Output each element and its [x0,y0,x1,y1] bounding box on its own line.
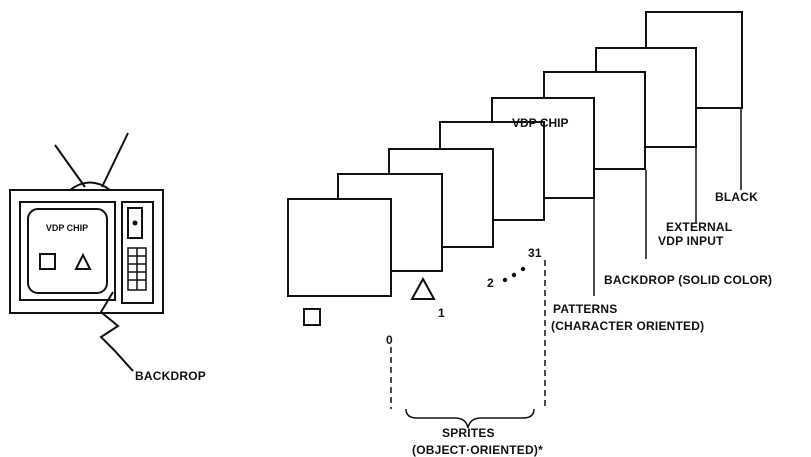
external-label-line1: EXTERNAL [666,220,732,234]
tv-antenna-left [54,144,86,188]
patterns-label-line1: PATTERNS [553,302,618,316]
ellipsis-dot-1 [502,277,508,283]
black-label: BLACK [715,190,758,204]
tv-illustration: VDP CHIP BACKDROP [9,132,206,383]
tv-dial-knob [132,220,138,226]
tv-square-icon [39,253,56,270]
ellipsis-dot-2 [511,272,517,278]
tv-backdrop-label: BACKDROP [135,369,206,383]
sprite-number-0: 0 [386,333,393,347]
tv-triangle-icon [74,252,92,270]
tv-backdrop-leader [99,291,134,372]
sprite-square-icon [303,308,321,326]
patterns-label-line2: (CHARACTER ORIENTED) [551,319,704,333]
sprite-number-31: 31 [528,246,542,260]
tv-antenna-base [69,181,111,191]
tv-screen-label: VDP CHIP [46,223,88,233]
tv-antenna-right [101,132,129,188]
plane-stack: VDP CHIP [287,11,743,326]
sprite-number-2: 2 [487,276,494,290]
tv-dial [127,207,143,239]
sprites-label-line2: (OBJECT·ORIENTED)* [412,443,543,457]
backdrop-solid-label: BACKDROP (SOLID COLOR) [604,273,772,287]
ellipsis-dot-3 [520,266,526,272]
tv-body [9,189,164,314]
vdp-chip-label: VDP CHIP [512,116,568,130]
sprite-triangle-icon [410,276,436,300]
sprite-number-1: 1 [438,306,445,320]
tv-side-panel [121,201,154,304]
tv-screen [27,208,108,294]
plane-sprite-0 [287,198,392,297]
sprites-label-line1: SPRITES [442,426,495,440]
tv-screen-frame [19,201,116,301]
sprites-brace [405,408,535,429]
external-label-line2: VDP INPUT [658,234,724,248]
